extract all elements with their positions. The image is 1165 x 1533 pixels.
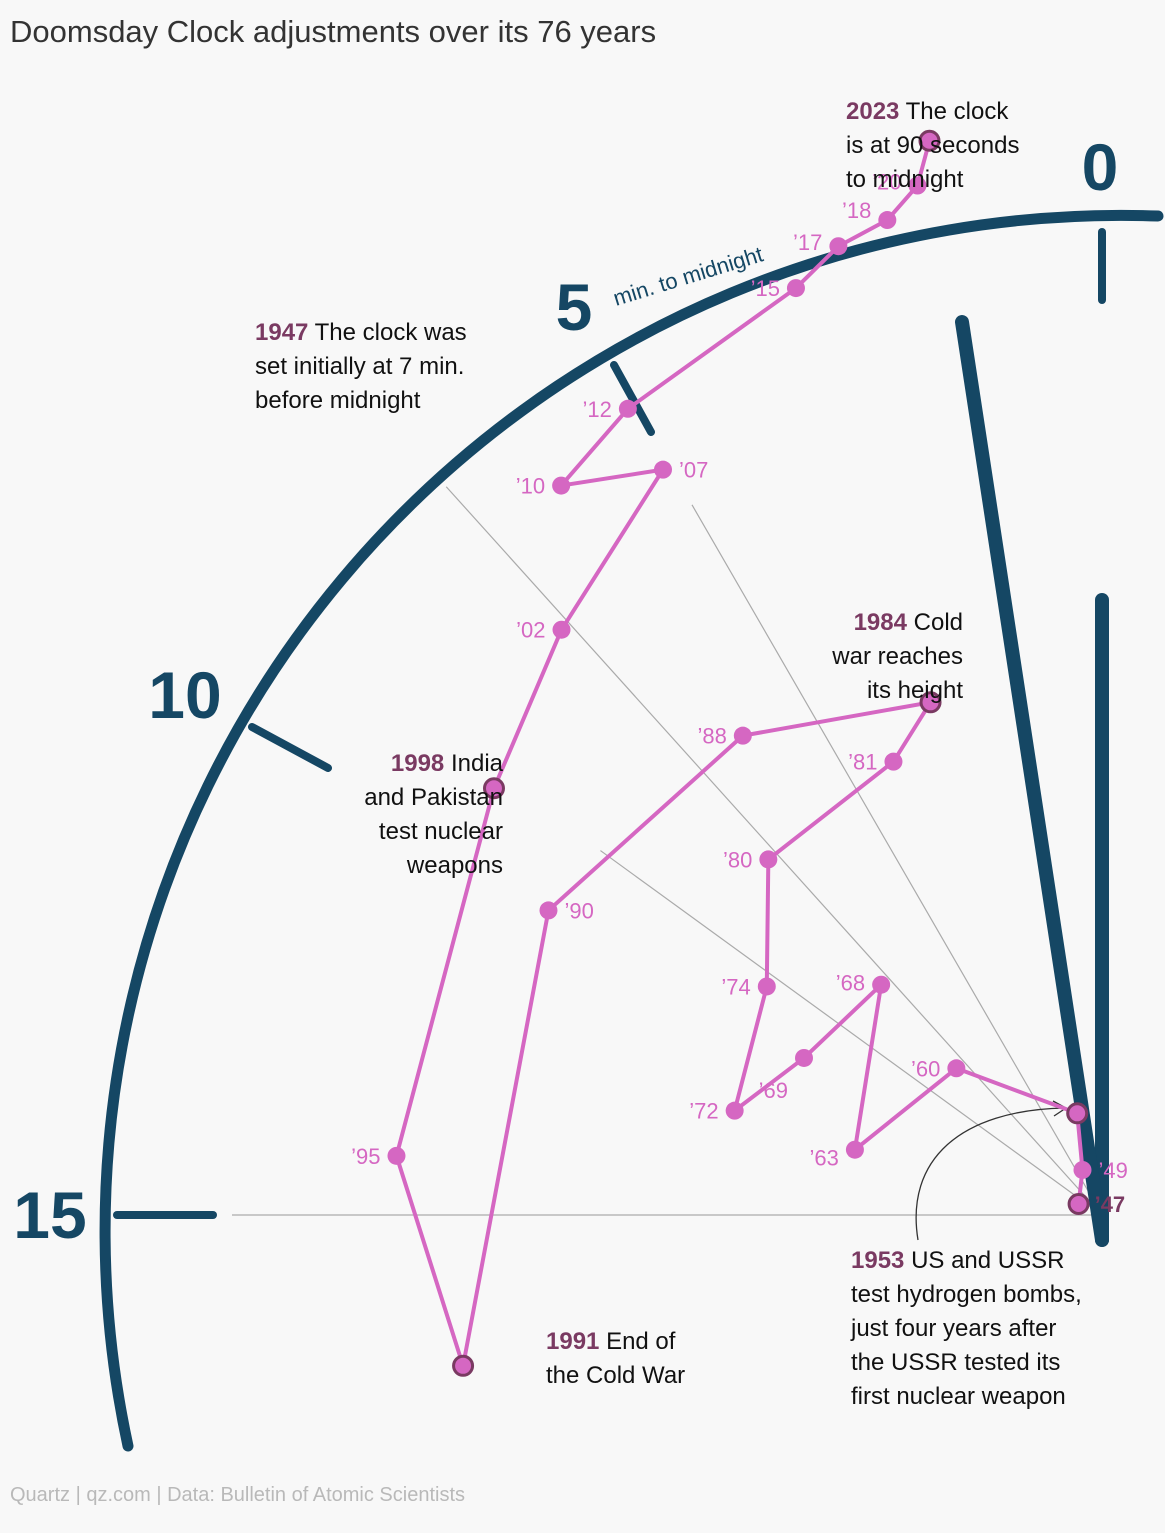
point-label-1968: ’68 <box>836 971 865 996</box>
series-line <box>394 140 1085 1368</box>
guide-line <box>445 486 1103 1216</box>
point-label-1980: ’80 <box>723 847 752 872</box>
data-point-1963 <box>845 1140 864 1159</box>
data-points <box>387 129 1092 1377</box>
data-point-1960 <box>947 1059 966 1078</box>
point-label-2018: ’18 <box>842 198 871 223</box>
annotation-1947: 1947 The clock was set initially at 7 mi… <box>255 319 467 414</box>
data-point-1969 <box>795 1048 814 1067</box>
annotation-arrow-1953 <box>915 1107 1066 1241</box>
data-point-2018 <box>878 211 897 230</box>
guide-lines <box>232 486 1103 1216</box>
point-label-1981: ’81 <box>848 750 877 775</box>
annotation-1984: 1984 Cold war reaches its height <box>832 609 963 704</box>
source-footer: Quartz | qz.com | Data: Bulletin of Atom… <box>10 1484 466 1506</box>
point-label-2007: ’07 <box>679 458 708 483</box>
point-label-1988: ’88 <box>697 724 726 749</box>
dial-unit-label: min. to midnight <box>610 241 766 310</box>
data-point-2020 <box>908 176 927 195</box>
data-point-1974 <box>757 977 776 996</box>
data-point-1981 <box>884 752 903 771</box>
data-point-2002 <box>552 620 571 639</box>
data-point-2007 <box>654 460 672 479</box>
point-label-2020: ’20 <box>872 170 901 195</box>
annotation-2023: 2023 The clock is at 90 seconds to midni… <box>846 98 1020 193</box>
point-label-2012: ’12 <box>583 397 612 422</box>
annotation-1998: 1998 India and Pakistan test nuclear wea… <box>364 750 503 879</box>
data-point-1998 <box>482 777 505 800</box>
data-point-2010 <box>552 476 571 495</box>
data-point-1980 <box>759 850 778 869</box>
data-point-1991 <box>452 1354 475 1377</box>
data-point-1990 <box>539 901 558 920</box>
point-label-1963: ’63 <box>810 1146 839 1171</box>
point-label-2010: ’10 <box>516 474 545 499</box>
data-point-1968 <box>872 975 891 994</box>
dial-label-5: 5 <box>556 270 593 344</box>
point-label-1947: ’47 <box>1095 1192 1126 1217</box>
data-point-1947 <box>1067 1192 1090 1215</box>
point-label-2017: ’17 <box>793 230 822 255</box>
point-label-1995: ’95 <box>351 1144 380 1169</box>
data-point-1949 <box>1073 1160 1092 1179</box>
point-label-2002: ’02 <box>516 618 545 643</box>
data-point-2015 <box>786 279 805 298</box>
annotation-1953: 1953 US and USSR test hydrogen bombs, ju… <box>851 1247 1082 1410</box>
point-labels: ’47 ’49 ’60 ’63 ’68 ’69 ’72 ’74 ’80 ’81 ’88 ’90 ’95 ’… <box>351 170 1128 1217</box>
point-label-1972: ’72 <box>689 1099 718 1124</box>
point-label-1974: ’74 <box>721 974 750 999</box>
data-point-1988 <box>733 726 752 745</box>
dial-label-10: 10 <box>148 658 221 732</box>
tick-10 <box>248 723 332 772</box>
tick-5 <box>610 361 655 436</box>
dial-label-0: 0 <box>1082 130 1119 204</box>
clock-dial-arc <box>99 209 1164 1452</box>
chart-title: Doomsday Clock adjustments over its 76 y… <box>10 14 657 49</box>
data-point-2017 <box>829 237 848 256</box>
guide-line <box>600 850 1103 1216</box>
dial-label-15: 15 <box>13 1178 86 1252</box>
data-point-1984 <box>919 691 942 714</box>
point-label-1960: ’60 <box>911 1056 940 1081</box>
data-point-2012 <box>618 399 637 418</box>
point-label-2015: ’15 <box>751 276 780 301</box>
annotation-1991: 1991 End of the Cold War <box>546 1328 686 1389</box>
data-point-1953 <box>1066 1102 1089 1125</box>
point-label-1949: ’49 <box>1099 1158 1128 1183</box>
minute-hand <box>955 315 1109 1247</box>
point-label-1990: ’90 <box>564 898 593 923</box>
data-point-2023 <box>918 129 941 152</box>
point-label-1969: ’69 <box>759 1078 788 1103</box>
data-point-1972 <box>725 1101 744 1120</box>
data-point-1995 <box>387 1146 406 1165</box>
